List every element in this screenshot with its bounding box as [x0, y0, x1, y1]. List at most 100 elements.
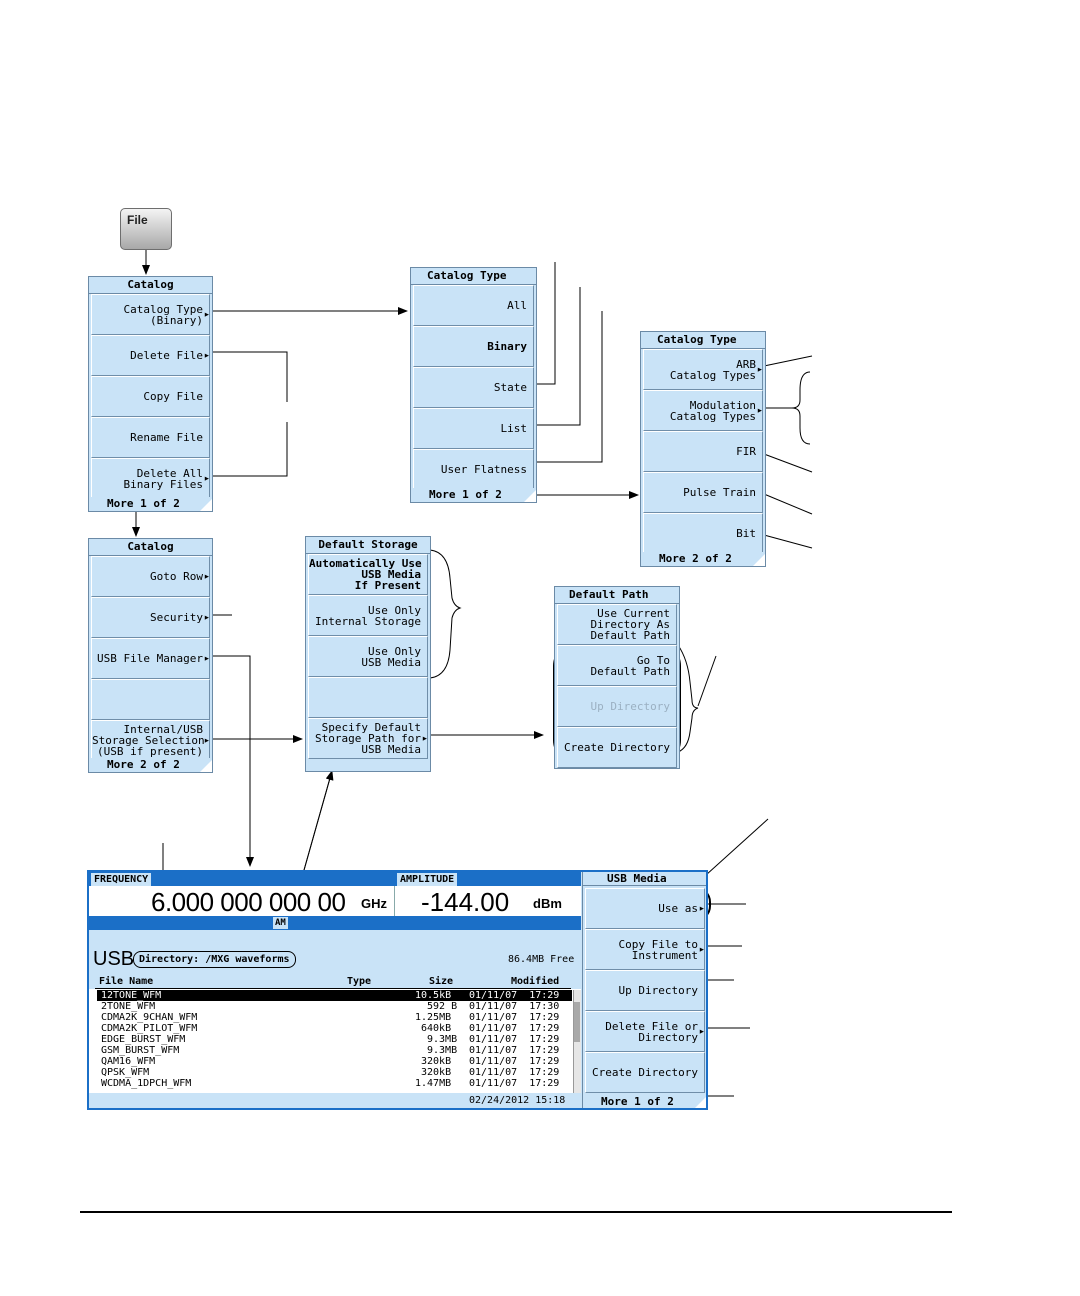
- file-modified: 01/11/07 17:29: [469, 1034, 560, 1045]
- file-modified: 01/11/07 17:29: [469, 1023, 560, 1034]
- file-name: QAM16_WFM: [101, 1056, 156, 1067]
- callout-default-path: [697, 655, 717, 707]
- softkey-bit[interactable]: Bit: [643, 513, 763, 554]
- more-indicator[interactable]: More 2 of 2: [641, 552, 765, 566]
- softkey-delete-file-or-directory[interactable]: Delete File or Directory: [585, 1011, 705, 1052]
- softkey-all[interactable]: All: [413, 285, 534, 326]
- softkey-use-as[interactable]: Use as: [585, 888, 705, 929]
- file-size: 320kB: [421, 1056, 452, 1067]
- file-modified: 01/11/07 17:29: [469, 990, 560, 1001]
- softkey-up-directory[interactable]: Up Directory: [557, 686, 677, 727]
- softkey-internal-only[interactable]: Use Only Internal Storage: [308, 595, 428, 636]
- file-size: 9.3MB: [427, 1034, 458, 1045]
- file-hardkey[interactable]: File: [120, 208, 172, 250]
- menu-title: Default Storage: [306, 537, 430, 554]
- softkey-auto-usb[interactable]: Automatically Use USB Media If Present: [308, 554, 428, 595]
- brace-modulation: [791, 371, 811, 445]
- status-bar: [89, 916, 581, 930]
- frequency-unit: GHz: [361, 896, 387, 911]
- softkey-storage-selection[interactable]: Internal/USB Storage Selection (USB if p…: [91, 720, 210, 761]
- softkey-modulation-catalog-types[interactable]: Modulation Catalog Types: [643, 390, 763, 431]
- list-divider: [95, 988, 571, 989]
- table-row[interactable]: EDGE_BURST_WFM 9.3MB 01/11/07 17:29: [97, 1034, 572, 1045]
- file-name: 12TONE_WFM: [101, 990, 162, 1001]
- amplitude-value[interactable]: -144.00: [421, 887, 510, 917]
- usb-media-menu: USB Media Use as Copy File to Instrument…: [582, 872, 706, 1108]
- table-row[interactable]: GSM_BURST_WFM 9.3MB 01/11/07 17:29: [97, 1045, 572, 1056]
- file-name: QPSK_WFM: [101, 1067, 150, 1078]
- column-modified[interactable]: Modified: [511, 976, 560, 987]
- table-row[interactable]: CDMA2K_9CHAN_WFM 1.25MB 01/11/07 17:29: [97, 1012, 572, 1023]
- softkey-pulse-train[interactable]: Pulse Train: [643, 472, 763, 513]
- softkey-state[interactable]: State: [413, 367, 534, 408]
- softkey-rename-file[interactable]: Rename File: [91, 417, 210, 458]
- more-indicator[interactable]: More 1 of 2: [89, 497, 212, 511]
- softkey-copy-file[interactable]: Copy File: [91, 376, 210, 417]
- more-indicator[interactable]: More 2 of 2: [89, 758, 212, 772]
- softkey-go-to-default-path[interactable]: Go To Default Path: [557, 645, 677, 686]
- free-space: 86.4MB Free: [508, 954, 575, 965]
- callout-user-flatness: [536, 311, 603, 463]
- menu-title: Catalog: [89, 539, 212, 556]
- column-type[interactable]: Type: [347, 976, 372, 987]
- column-file-name[interactable]: File Name: [99, 976, 154, 987]
- softkey-up-directory[interactable]: Up Directory: [585, 970, 705, 1011]
- more-indicator[interactable]: More 1 of 2: [583, 1095, 706, 1108]
- softkey-blank: [308, 677, 428, 718]
- softkey-specify-default-path[interactable]: Specify Default Storage Path for USB Med…: [308, 718, 428, 759]
- softkey-security[interactable]: Security: [91, 597, 210, 638]
- softkey-delete-file[interactable]: Delete File: [91, 335, 210, 376]
- status-badge: AM: [273, 917, 288, 929]
- softkey-usb-file-manager[interactable]: USB File Manager: [91, 638, 210, 679]
- amplitude-label: AMPLITUDE: [397, 873, 458, 886]
- callout-arb: [763, 355, 813, 367]
- softkey-goto-row[interactable]: Goto Row: [91, 556, 210, 597]
- file-modified: 01/11/07 17:29: [469, 1067, 560, 1078]
- menu-title: Catalog: [89, 277, 212, 294]
- table-row[interactable]: 2TONE_WFM 592 B 01/11/07 17:30: [97, 1001, 572, 1012]
- file-name: GSM_BURST_WFM: [101, 1045, 180, 1056]
- callout-fir: [763, 453, 813, 473]
- file-name: EDGE_BURST_WFM: [101, 1034, 186, 1045]
- menu-footer: [306, 759, 430, 771]
- bracket-delete-bottom: [212, 422, 288, 477]
- table-row[interactable]: CDMA2K_PILOT_WFM 640kB 01/11/07 17:29: [97, 1023, 572, 1034]
- catalog-menu-2: Catalog Goto Row Security USB File Manag…: [88, 538, 213, 773]
- softkey-catalog-type[interactable]: Catalog Type (Binary): [91, 294, 210, 335]
- softkey-copy-file-to-instrument[interactable]: Copy File to Instrument: [585, 929, 705, 970]
- softkey-fir[interactable]: FIR: [643, 431, 763, 472]
- softkey-user-flatness[interactable]: User Flatness: [413, 449, 534, 490]
- file-modified: 01/11/07 17:29: [469, 1045, 560, 1056]
- file-size: 1.47MB: [415, 1078, 452, 1089]
- catalog-type-menu-1: Catalog Type All Binary State List User …: [410, 267, 537, 503]
- frequency-value[interactable]: 6.000 000 000 00: [151, 887, 346, 917]
- file-name: WCDMA_1DPCH_WFM: [101, 1078, 192, 1089]
- amplitude-unit: dBm: [533, 896, 562, 911]
- softkey-list[interactable]: List: [413, 408, 534, 449]
- callout-bit: [763, 534, 813, 549]
- media-label: USB: [93, 948, 135, 970]
- default-storage-menu: Default Storage Automatically Use USB Me…: [305, 536, 431, 772]
- softkey-arb-catalog-types[interactable]: ARB Catalog Types: [643, 349, 763, 390]
- softkey-binary[interactable]: Binary: [413, 326, 534, 367]
- timestamp: 02/24/2012 15:18: [469, 1095, 566, 1106]
- file-size: 640kB: [421, 1023, 452, 1034]
- softkey-use-current-dir[interactable]: Use Current Directory As Default Path: [557, 604, 677, 645]
- file-hardkey-label: File: [127, 213, 148, 227]
- value-divider: [394, 886, 395, 916]
- table-row[interactable]: 12TONE_WFM 10.5kB 01/11/07 17:29: [97, 990, 572, 1001]
- callout-pulse-train: [763, 493, 813, 515]
- more-indicator[interactable]: More 1 of 2: [411, 488, 536, 502]
- scrollbar-thumb[interactable]: [574, 1002, 580, 1042]
- column-size[interactable]: Size: [429, 976, 454, 987]
- table-row[interactable]: QPSK_WFM 320kB 01/11/07 17:29: [97, 1067, 572, 1078]
- frequency-label: FREQUENCY: [91, 873, 152, 886]
- table-row[interactable]: WCDMA_1DPCH_WFM 1.47MB 01/11/07 17:29: [97, 1078, 572, 1089]
- softkey-usb-only[interactable]: Use Only USB Media: [308, 636, 428, 677]
- softkey-delete-all-binary[interactable]: Delete All Binary Files: [91, 458, 210, 499]
- softkey-create-directory[interactable]: Create Directory: [585, 1052, 705, 1093]
- table-row[interactable]: QAM16_WFM 320kB 01/11/07 17:29: [97, 1056, 572, 1067]
- softkey-create-directory[interactable]: Create Directory: [557, 727, 677, 768]
